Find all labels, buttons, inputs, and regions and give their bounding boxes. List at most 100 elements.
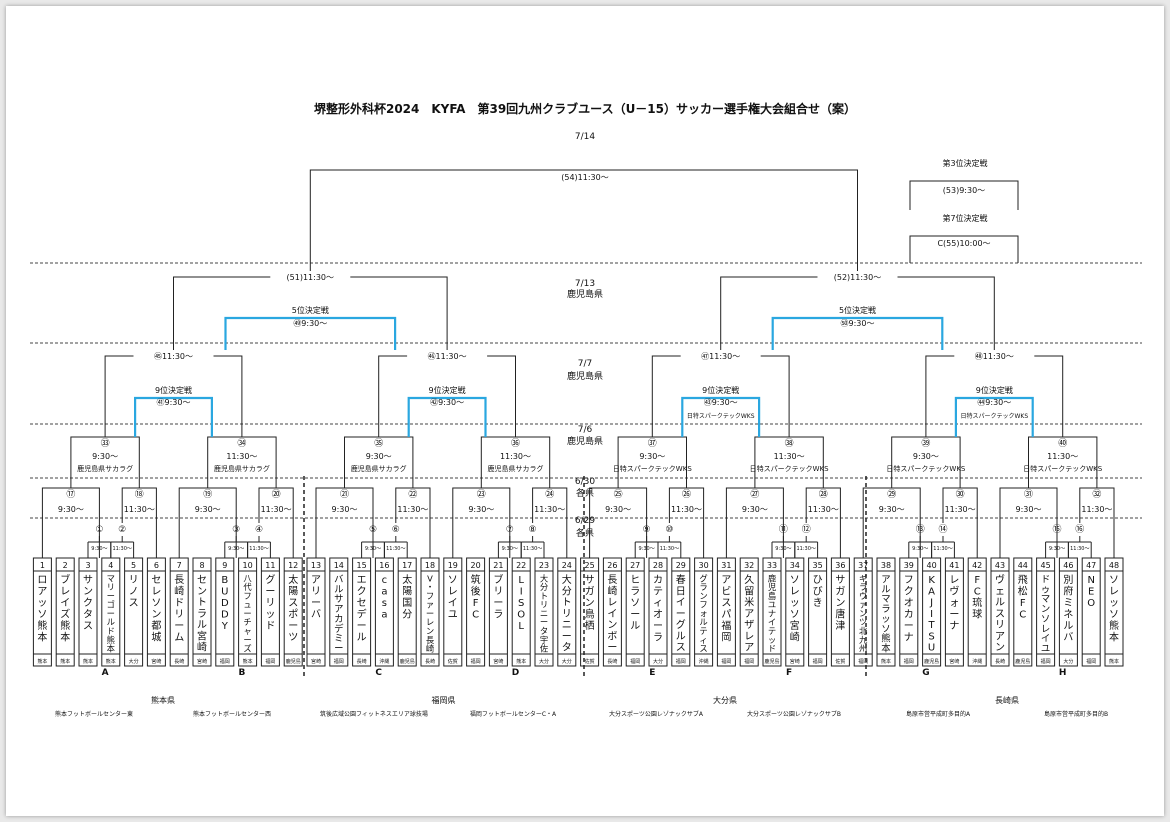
team-prefecture: 宮崎 xyxy=(151,658,161,665)
r32-match-number: ⑰ xyxy=(66,489,75,500)
team-number: 48 xyxy=(1109,561,1119,570)
team-number: 19 xyxy=(448,561,458,570)
team-prefecture: 長崎 xyxy=(995,658,1005,665)
r16-match-number: ㊴ xyxy=(921,438,930,449)
team-name: リノス xyxy=(129,575,139,609)
fifth-place-time: ㊿9:30～ xyxy=(841,319,875,328)
team-prefecture: 長崎 xyxy=(174,658,184,665)
team-prefecture: 長崎 xyxy=(357,658,367,665)
r16-match-number: ㉟ xyxy=(374,438,383,449)
r32-match-time: 9:30～ xyxy=(468,505,494,514)
r1-match-time: 11:30～ xyxy=(249,546,268,552)
team-number: 6 xyxy=(154,561,159,570)
r32-match-time: 11:30～ xyxy=(808,505,839,514)
team-name: ブレイズ熊本 xyxy=(60,573,70,644)
host-venue: 熊本フットボールセンター東 xyxy=(55,710,133,718)
round-date: 7/6 xyxy=(578,425,593,435)
round-date: 6/29 xyxy=(575,516,595,526)
seventh-place-title: 第7位決定戦 xyxy=(942,213,987,223)
team-number: 7 xyxy=(177,561,182,570)
r32-match-number: ㉒ xyxy=(408,489,417,500)
team-number: 23 xyxy=(539,561,549,570)
r32-match-number: ㉛ xyxy=(1024,489,1033,500)
round-venue: 鹿児島県 xyxy=(567,435,603,447)
round-date: 7/13 xyxy=(575,279,595,289)
team-number: 13 xyxy=(311,561,321,570)
r16-match-number: ㊳ xyxy=(785,438,794,449)
team-prefecture: 沖縄 xyxy=(972,658,982,665)
r1-match-number: ⑧ xyxy=(529,525,537,535)
team-prefecture: 福岡 xyxy=(1041,658,1051,665)
seventh-place-time: C(55)10:00～ xyxy=(937,239,990,248)
host-venue: 島原市営平成町多目的A xyxy=(906,710,971,718)
team-name: ヒラソール xyxy=(630,574,640,632)
team-prefecture: 熊本 xyxy=(243,658,253,665)
r32-match-time: 9:30～ xyxy=(605,505,631,514)
block-letter: G xyxy=(922,668,929,678)
team-prefecture: 福岡 xyxy=(721,658,731,665)
team-prefecture: 熊本 xyxy=(106,658,116,665)
r32-match-number: ⑲ xyxy=(203,489,212,500)
team-prefecture: 福岡 xyxy=(220,658,230,665)
r16-match-number: ㊲ xyxy=(648,438,657,449)
team-prefecture: 宮崎 xyxy=(197,658,207,665)
team-prefecture: 熊本 xyxy=(1109,658,1119,665)
team-number: 32 xyxy=(744,561,754,570)
r32-match-number: ⑱ xyxy=(135,489,144,500)
team-number: 45 xyxy=(1041,561,1051,570)
fifth-place-title: 5位決定戦 xyxy=(292,305,329,315)
r16-match-time: 11:30～ xyxy=(1047,452,1078,461)
team-number: 2 xyxy=(63,561,68,570)
team-name: 長崎ドリーム xyxy=(174,574,184,644)
team-name: ドゥマンソレイユ xyxy=(1041,574,1050,654)
round-venue: 各県 xyxy=(576,487,594,499)
r1-match-time: 11:30～ xyxy=(1070,546,1089,552)
team-name: カティオーラ xyxy=(653,574,663,644)
ninth-place-venue: 日特スパークテックWKS xyxy=(960,412,1028,420)
r1-match-number: ⑥ xyxy=(392,525,400,535)
team-name: 太陽スポーツ xyxy=(288,573,298,644)
team-number: 24 xyxy=(562,561,572,570)
ninth-place-time: ㊶9:30～ xyxy=(157,398,191,407)
team-prefecture: 宮崎 xyxy=(949,658,959,665)
team-prefecture: 福岡 xyxy=(904,658,914,665)
round-date: 6/30 xyxy=(575,477,595,487)
team-prefecture: 鹿児島 xyxy=(400,658,415,665)
r16-match-time: 11:30～ xyxy=(774,452,805,461)
team-name: サガン唐津 xyxy=(835,574,845,632)
team-number: 8 xyxy=(199,561,204,570)
label-bg xyxy=(270,271,351,283)
r1-match-number: ② xyxy=(118,525,126,535)
team-number: 29 xyxy=(676,561,686,570)
ninth-place-connector xyxy=(134,396,213,437)
r32-match-time: 11:30～ xyxy=(397,505,428,514)
team-prefecture: 宮崎 xyxy=(493,658,503,665)
team-prefecture: 福岡 xyxy=(744,658,754,665)
team-name: ソレッソ宮崎 xyxy=(790,575,800,644)
r32-match-number: ㉔ xyxy=(545,489,554,500)
block-letter: C xyxy=(375,668,382,678)
team-box xyxy=(876,557,896,667)
team-number: 9 xyxy=(222,561,227,570)
host-venue: 大分スポーツ公園レゾナックサブA xyxy=(609,710,704,718)
label-bg xyxy=(954,350,1035,362)
r32-match-number: ㉖ xyxy=(682,489,691,500)
label-bg xyxy=(407,350,488,362)
team-name: マリーゴールド熊本 xyxy=(107,573,116,653)
r32-match-number: ㉜ xyxy=(1092,489,1101,500)
team-prefecture: 熊本 xyxy=(60,658,70,665)
team-number: 20 xyxy=(471,561,481,570)
ninth-place-venue: 日特スパークテックWKS xyxy=(687,412,755,420)
round-date: 7/7 xyxy=(578,359,592,369)
team-number: 22 xyxy=(516,561,526,570)
r16-match-venue: 鹿児島県サカラグ xyxy=(351,464,407,473)
team-number: 12 xyxy=(288,561,298,570)
team-number: 44 xyxy=(1018,561,1028,570)
host-prefecture: 熊本県 xyxy=(151,695,175,705)
r32-match-time: 9:30～ xyxy=(58,505,84,514)
r32-match-number: ㉕ xyxy=(614,489,623,500)
team-number: 10 xyxy=(243,561,253,570)
r16-match-venue: 日特スパークテックWKS xyxy=(613,464,693,473)
final-match-label: (54)11:30～ xyxy=(561,173,608,182)
r1-match-number: ⑭ xyxy=(938,524,947,535)
